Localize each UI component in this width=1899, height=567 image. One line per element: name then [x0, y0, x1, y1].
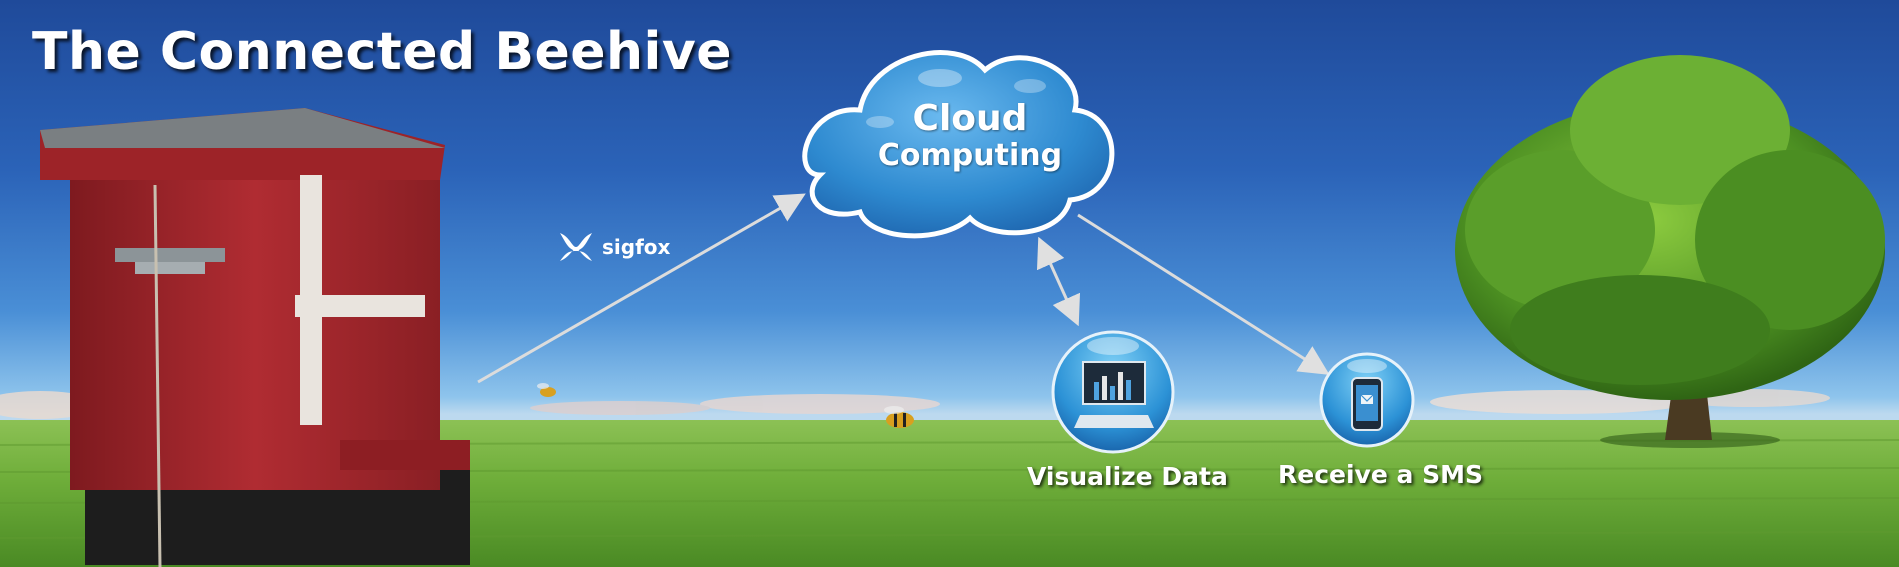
- connection-arrows: [477, 193, 1330, 384]
- arrow-hive-to-cloud: [477, 193, 806, 384]
- arrow-cloud-to-sms: [1077, 213, 1330, 375]
- receive-sms-label: Receive a SMS: [1278, 460, 1483, 489]
- bee-icon-2: [884, 406, 914, 428]
- phone-message-icon: [1319, 352, 1415, 448]
- beehive-box: [40, 108, 470, 567]
- monitor-chart-icon: [1051, 330, 1175, 454]
- sigfox-logo-icon: [560, 233, 592, 261]
- oak-tree: [1455, 55, 1885, 448]
- page-title: The Connected Beehive: [32, 22, 733, 82]
- cloud-computing-icon: [802, 50, 1115, 239]
- bee-icon-1: [537, 383, 556, 397]
- visualize-data-label: Visualize Data: [1027, 462, 1228, 491]
- arrow-cloud-to-visualize: [1036, 236, 1081, 327]
- sigfox-label: sigfox: [602, 235, 671, 259]
- sigfox-badge: sigfox: [556, 229, 670, 265]
- cloud-label-line2: Computing: [877, 138, 1063, 173]
- cloud-label-line1: Cloud: [912, 98, 1028, 139]
